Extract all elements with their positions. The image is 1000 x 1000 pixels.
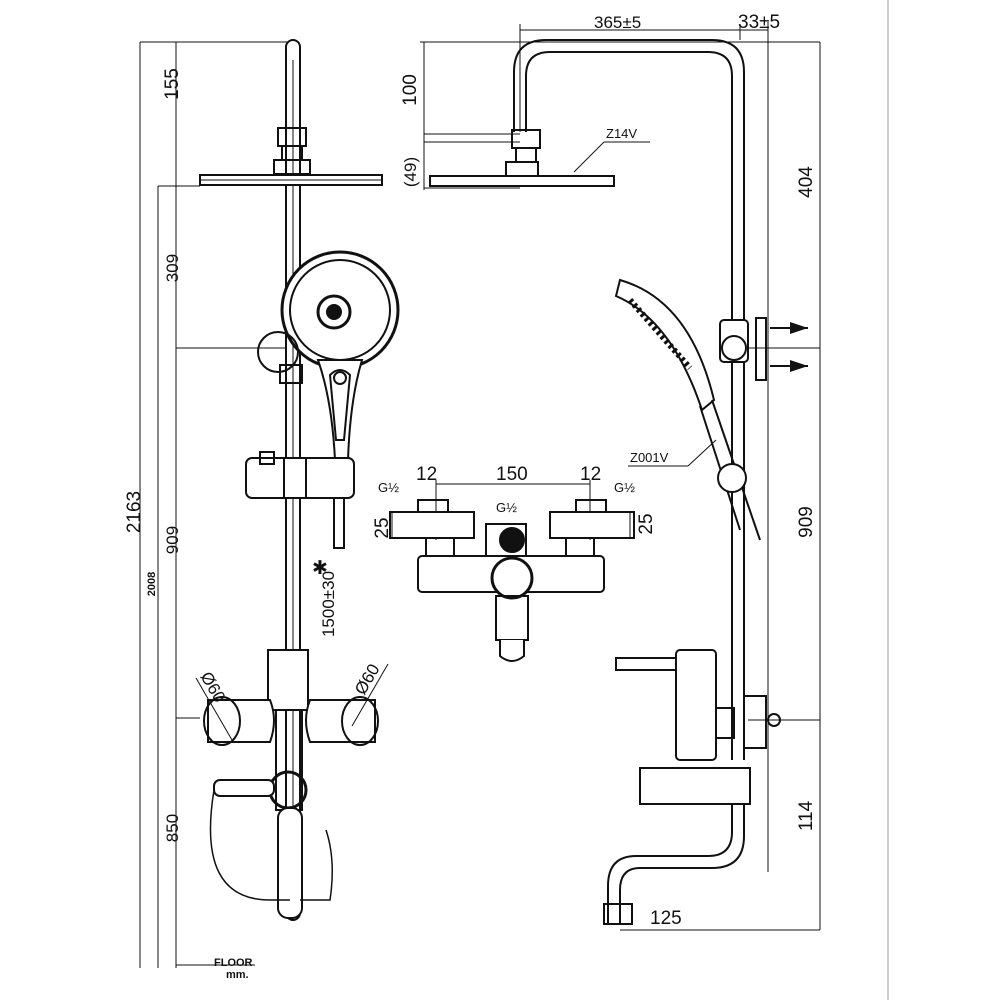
label-left-thread: G½ bbox=[378, 480, 399, 495]
floor-unit: mm. bbox=[226, 969, 249, 981]
dim-head-drop: 100 bbox=[400, 74, 421, 106]
dim-center-distance: 150 bbox=[496, 464, 528, 485]
dim-total-height: 2163 bbox=[124, 491, 145, 533]
dim-right-thread-len: 12 bbox=[580, 464, 601, 485]
floor-label: FLOOR bbox=[214, 957, 253, 969]
front-view bbox=[139, 39, 400, 968]
dim-bar-length-front: 909 bbox=[163, 526, 182, 554]
dim-head-drop-min: (49) bbox=[401, 157, 420, 187]
dim-floor-to-top: 2008 bbox=[146, 572, 158, 596]
label-right-thread: G½ bbox=[614, 480, 635, 495]
dim-bar-length-side: 909 bbox=[796, 506, 817, 538]
dim-left-thread-len: 12 bbox=[416, 464, 437, 485]
dim-floor-to-mixer: 850 bbox=[163, 814, 182, 842]
dim-wall-offset: 33±5 bbox=[738, 12, 780, 33]
label-outlet-thread: G½ bbox=[496, 500, 517, 515]
asterisk-icon: ✱ bbox=[312, 558, 328, 579]
dim-top-to-bar: 155 bbox=[162, 68, 183, 100]
label-hand-model: Z001V bbox=[630, 450, 669, 465]
side-view bbox=[420, 22, 821, 931]
label-head-model: Z14V bbox=[606, 126, 637, 141]
mixer-detail bbox=[389, 480, 635, 662]
screw-anchor-icon bbox=[790, 322, 808, 372]
dim-spout-length: 125 bbox=[650, 908, 682, 929]
dim-arm-length: 365±5 bbox=[594, 13, 641, 32]
dim-head-to-handshower: 309 bbox=[163, 254, 182, 282]
dim-upper-segment: 404 bbox=[796, 166, 817, 198]
dim-right-height: 25 bbox=[636, 513, 657, 534]
dim-spout-height: 114 bbox=[796, 800, 817, 831]
dim-left-height: 25 bbox=[372, 517, 393, 538]
dim-handshower-height: 1500±30 bbox=[319, 571, 338, 637]
